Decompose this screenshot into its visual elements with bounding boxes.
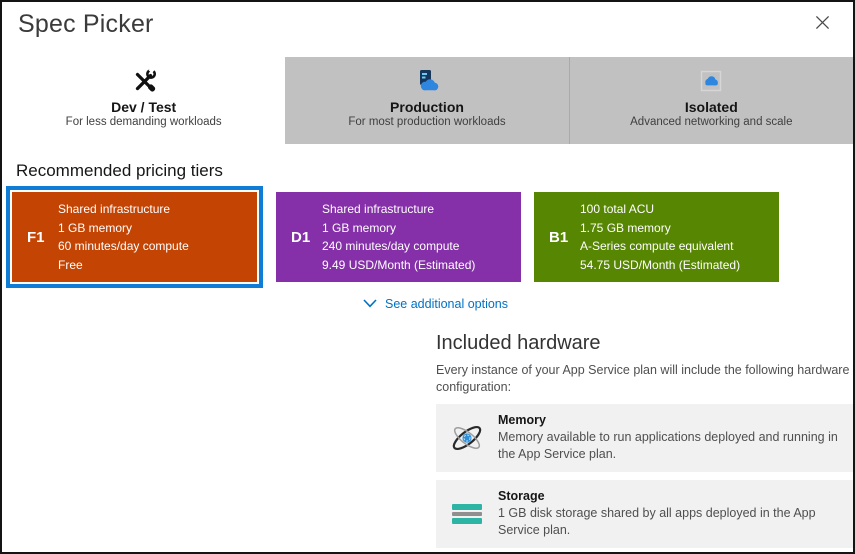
close-icon [815,15,830,35]
tier-code: D1 [291,228,311,246]
disk-stack-icon [436,502,498,526]
close-button[interactable] [813,15,831,35]
crossed-tools-icon [131,65,157,97]
hardware-item-memory: Memory Memory available to run applicati… [436,404,853,472]
hardware-heading: Included hardware [436,332,601,354]
chevron-down-icon [363,297,377,311]
tier-code: B1 [549,228,569,246]
tab-subtitle: For most production workloads [348,116,506,128]
hardware-item-text: Storage 1 GB disk storage shared by all … [498,480,853,548]
tier-details: 100 total ACU 1.75 GB memory A-Series co… [580,202,741,272]
link-label: See additional options [385,297,509,311]
tier-details: Shared infrastructure 1 GB memory 240 mi… [322,202,476,272]
hardware-item-storage: Storage 1 GB disk storage shared by all … [436,480,853,548]
pricing-tiers-heading: Recommended pricing tiers [16,161,223,180]
tier-code: F1 [27,228,45,246]
hardware-item-title: Memory [498,413,546,427]
atom-icon [436,420,498,456]
included-hardware-section: Included hardware Every instance of your… [436,332,853,548]
hardware-item-description: Memory available to run applications dep… [498,430,838,461]
tab-isolated[interactable]: Isolated Advanced networking and scale [568,57,853,144]
tab-label: Isolated [684,99,738,115]
tier-details: Shared infrastructure 1 GB memory 60 min… [58,202,189,272]
boxed-cloud-icon [698,65,724,97]
tier-card-f1[interactable]: F1 Shared infrastructure 1 GB memory 60 … [12,192,257,282]
hardware-item-description: 1 GB disk storage shared by all apps dep… [498,506,816,537]
tab-label: Production [390,99,464,115]
hardware-item-text: Memory Memory available to run applicati… [498,404,853,472]
tab-label: Dev / Test [111,99,177,115]
selected-tier-border: F1 Shared infrastructure 1 GB memory 60 … [6,186,263,288]
tier-category-tabs: Dev / Test For less demanding workloads [2,57,853,144]
tier-card-b1[interactable]: B1 100 total ACU 1.75 GB memory A-Series… [534,192,779,282]
see-additional-options-link[interactable]: See additional options [363,297,508,311]
dialog-title: Spec Picker [18,10,154,38]
tab-subtitle: Advanced networking and scale [630,116,793,128]
tab-subtitle: For less demanding workloads [65,116,222,128]
hardware-intro: Every instance of your App Service plan … [436,363,850,394]
tier-card-d1[interactable]: D1 Shared infrastructure 1 GB memory 240… [276,192,521,282]
tab-production[interactable]: Production For most production workloads [285,57,569,144]
hardware-item-title: Storage [498,489,545,503]
pricing-tier-cards: F1 Shared infrastructure 1 GB memory 60 … [6,186,779,288]
tab-dev-test[interactable]: Dev / Test For less demanding workloads [2,57,286,144]
server-cloud-icon [414,65,440,97]
